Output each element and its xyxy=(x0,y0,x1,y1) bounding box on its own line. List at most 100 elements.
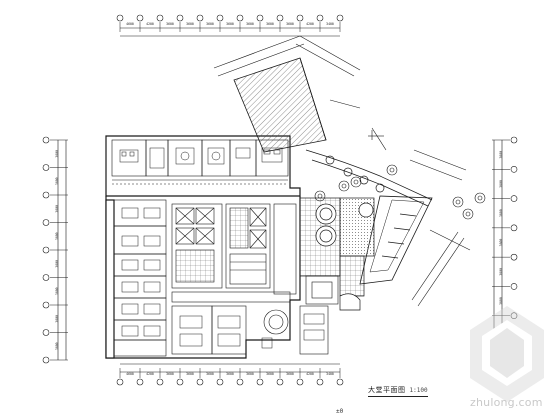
bed xyxy=(121,281,139,293)
dimension-label: 3600 xyxy=(499,239,503,247)
elevator-core xyxy=(171,203,271,289)
top-dimension-line xyxy=(120,27,340,37)
curved-terrace xyxy=(305,149,433,207)
axis-bubble xyxy=(176,14,184,22)
axis-bubble xyxy=(196,14,204,22)
axis-bubble xyxy=(510,253,518,261)
axis-bubble xyxy=(276,14,284,22)
tree xyxy=(338,180,350,192)
elevation-mark: ±0 xyxy=(336,408,344,415)
axis-bubble xyxy=(42,274,50,281)
axis-bubble xyxy=(42,301,50,309)
dimension-label: 3600 xyxy=(226,22,234,26)
dimension-label: 3600 xyxy=(55,150,59,158)
dimension-label: 4200 xyxy=(306,22,314,26)
bed xyxy=(143,207,161,219)
dimension-label: 4200 xyxy=(306,372,314,376)
bed xyxy=(121,235,139,247)
skewed-wing-dims xyxy=(213,35,387,151)
tree-trunk xyxy=(465,211,471,217)
tree xyxy=(314,190,326,202)
axis-bubble xyxy=(42,164,50,171)
axis-bubble xyxy=(510,312,518,320)
dimension-label: 3600 xyxy=(206,22,214,26)
dimension-label: 3600 xyxy=(246,372,254,376)
axis-bubble xyxy=(42,136,50,144)
right-dimension-line xyxy=(493,140,503,345)
axis-bubble xyxy=(42,246,50,254)
dimension-label: 3400 xyxy=(326,372,334,376)
top-rooms xyxy=(111,139,289,185)
axis-bubble xyxy=(176,378,184,386)
right-skew-dims xyxy=(409,149,471,307)
axis-bubble xyxy=(42,191,50,199)
axis-bubble xyxy=(42,329,50,336)
bottom-furniture xyxy=(179,313,325,349)
dimension-label: 3600 xyxy=(226,372,234,376)
axis-bubble xyxy=(510,136,518,144)
axis-bubble xyxy=(296,14,304,22)
dimension-label: 3600 xyxy=(206,372,214,376)
drawing-caption: 大堂平面图 1:100 xyxy=(368,384,428,396)
dimension-label: 3600 xyxy=(55,315,59,323)
tree xyxy=(386,164,398,176)
watermark-text: zhulong.com xyxy=(470,396,543,409)
dimension-label: 3600 xyxy=(499,297,503,305)
dimension-label: 3600 xyxy=(186,22,194,26)
tree xyxy=(462,208,474,220)
caption-scale: 1:100 xyxy=(409,386,428,394)
bed xyxy=(121,207,139,219)
axis-bubble xyxy=(156,378,164,386)
tree-trunk xyxy=(455,199,461,205)
bed xyxy=(143,303,161,315)
section-markers xyxy=(368,130,384,140)
bed xyxy=(143,259,161,271)
axis-bubble xyxy=(236,14,244,22)
dimension-label: 3400 xyxy=(326,22,334,26)
bed xyxy=(143,281,161,293)
dimension-label: 3600 xyxy=(55,205,59,213)
axis-bubble xyxy=(236,378,244,386)
tree-trunk xyxy=(477,195,483,201)
dimension-label: 3600 xyxy=(499,209,503,217)
angled-wing xyxy=(359,195,433,285)
dimension-label: 3600 xyxy=(55,232,59,240)
dimension-label: 3600 xyxy=(286,22,294,26)
dimension-label: 3600 xyxy=(286,372,294,376)
dimension-label: 3600 xyxy=(186,372,194,376)
dimension-label: 4600 xyxy=(126,372,134,376)
caption-title: 大堂平面图 xyxy=(368,386,406,394)
axis-bubble xyxy=(276,378,284,386)
dimension-label: 4200 xyxy=(146,22,154,26)
axis-bubble xyxy=(336,378,344,386)
dimension-label: 3600 xyxy=(55,342,59,350)
tree-trunk xyxy=(341,183,347,189)
dimension-label: 3600 xyxy=(499,151,503,159)
tree xyxy=(474,192,486,204)
axis-bubble xyxy=(216,14,224,22)
bed xyxy=(121,259,139,271)
axis-bubble xyxy=(316,378,324,386)
dimension-label: 3600 xyxy=(55,177,59,185)
dimension-label: 3600 xyxy=(55,260,59,268)
tree-trunk xyxy=(317,193,323,199)
top-room-furniture xyxy=(119,147,283,169)
axis-bubble xyxy=(510,283,518,290)
dimension-label: 3600 xyxy=(166,372,174,376)
tree xyxy=(452,196,464,208)
bed xyxy=(121,325,139,337)
tree-trunk xyxy=(353,179,359,185)
dimension-label: 4600 xyxy=(126,22,134,26)
axis-bubble xyxy=(136,14,144,22)
axis-bubble xyxy=(216,378,224,386)
bed xyxy=(121,303,139,315)
tree-trunk xyxy=(389,167,395,173)
dimension-label: 4200 xyxy=(146,372,154,376)
axis-bubble xyxy=(156,14,164,22)
left-rooms xyxy=(113,199,167,357)
axis-bubble xyxy=(296,378,304,386)
